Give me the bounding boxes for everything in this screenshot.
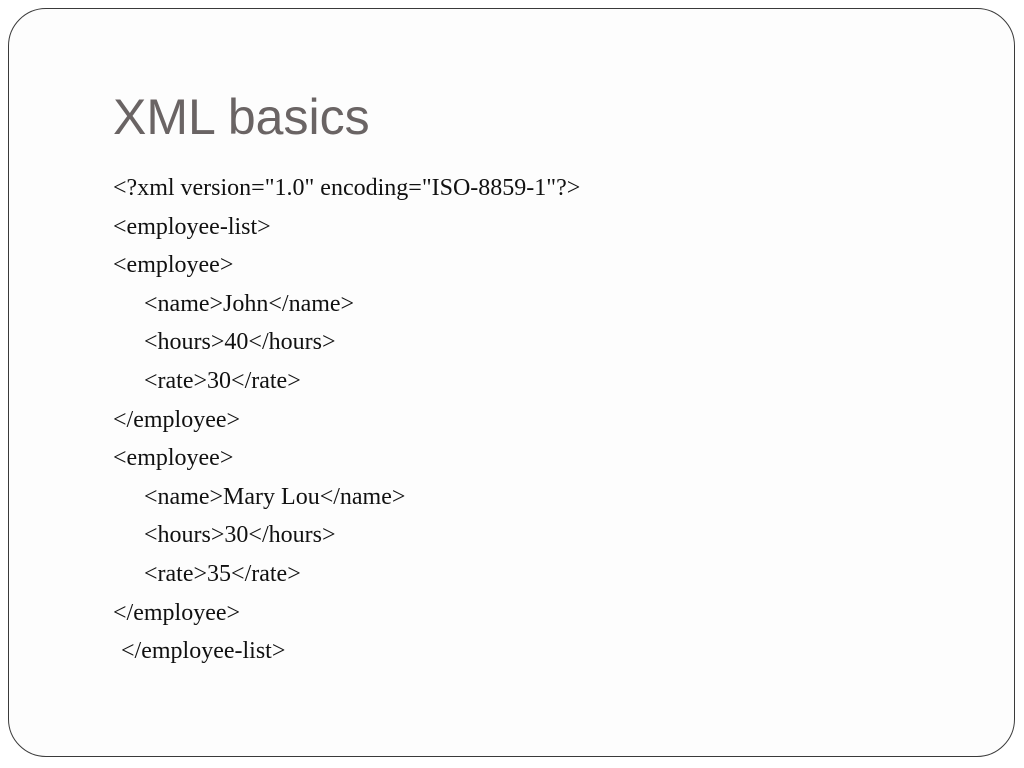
xml-code-block: <?xml version="1.0" encoding="ISO-8859-1… — [113, 169, 580, 671]
code-line-xml-declaration: <?xml version="1.0" encoding="ISO-8859-1… — [113, 175, 581, 201]
code-line-employee-close: </employee> — [113, 406, 241, 433]
code-line-hours: <hours>40</hours> — [144, 329, 336, 356]
code-line-employee-open: <employee> — [113, 445, 234, 472]
code-line-rate: <rate>35</rate> — [144, 560, 301, 587]
code-line-employee-list-close: </employee-list> — [121, 638, 286, 665]
code-line-employee-close: </employee> — [113, 599, 241, 626]
slide: XML basics <?xml version="1.0" encoding=… — [8, 8, 1015, 757]
code-line-rate: <rate>30</rate> — [144, 367, 301, 394]
code-line-name: <name>Mary Lou</name> — [144, 483, 406, 510]
code-line-employee-open: <employee> — [113, 252, 234, 279]
code-line-name: <name>John</name> — [144, 290, 355, 317]
code-line-hours: <hours>30</hours> — [144, 522, 336, 549]
code-line-employee-list-open: <employee-list> — [113, 213, 271, 240]
slide-title: XML basics — [113, 89, 370, 145]
